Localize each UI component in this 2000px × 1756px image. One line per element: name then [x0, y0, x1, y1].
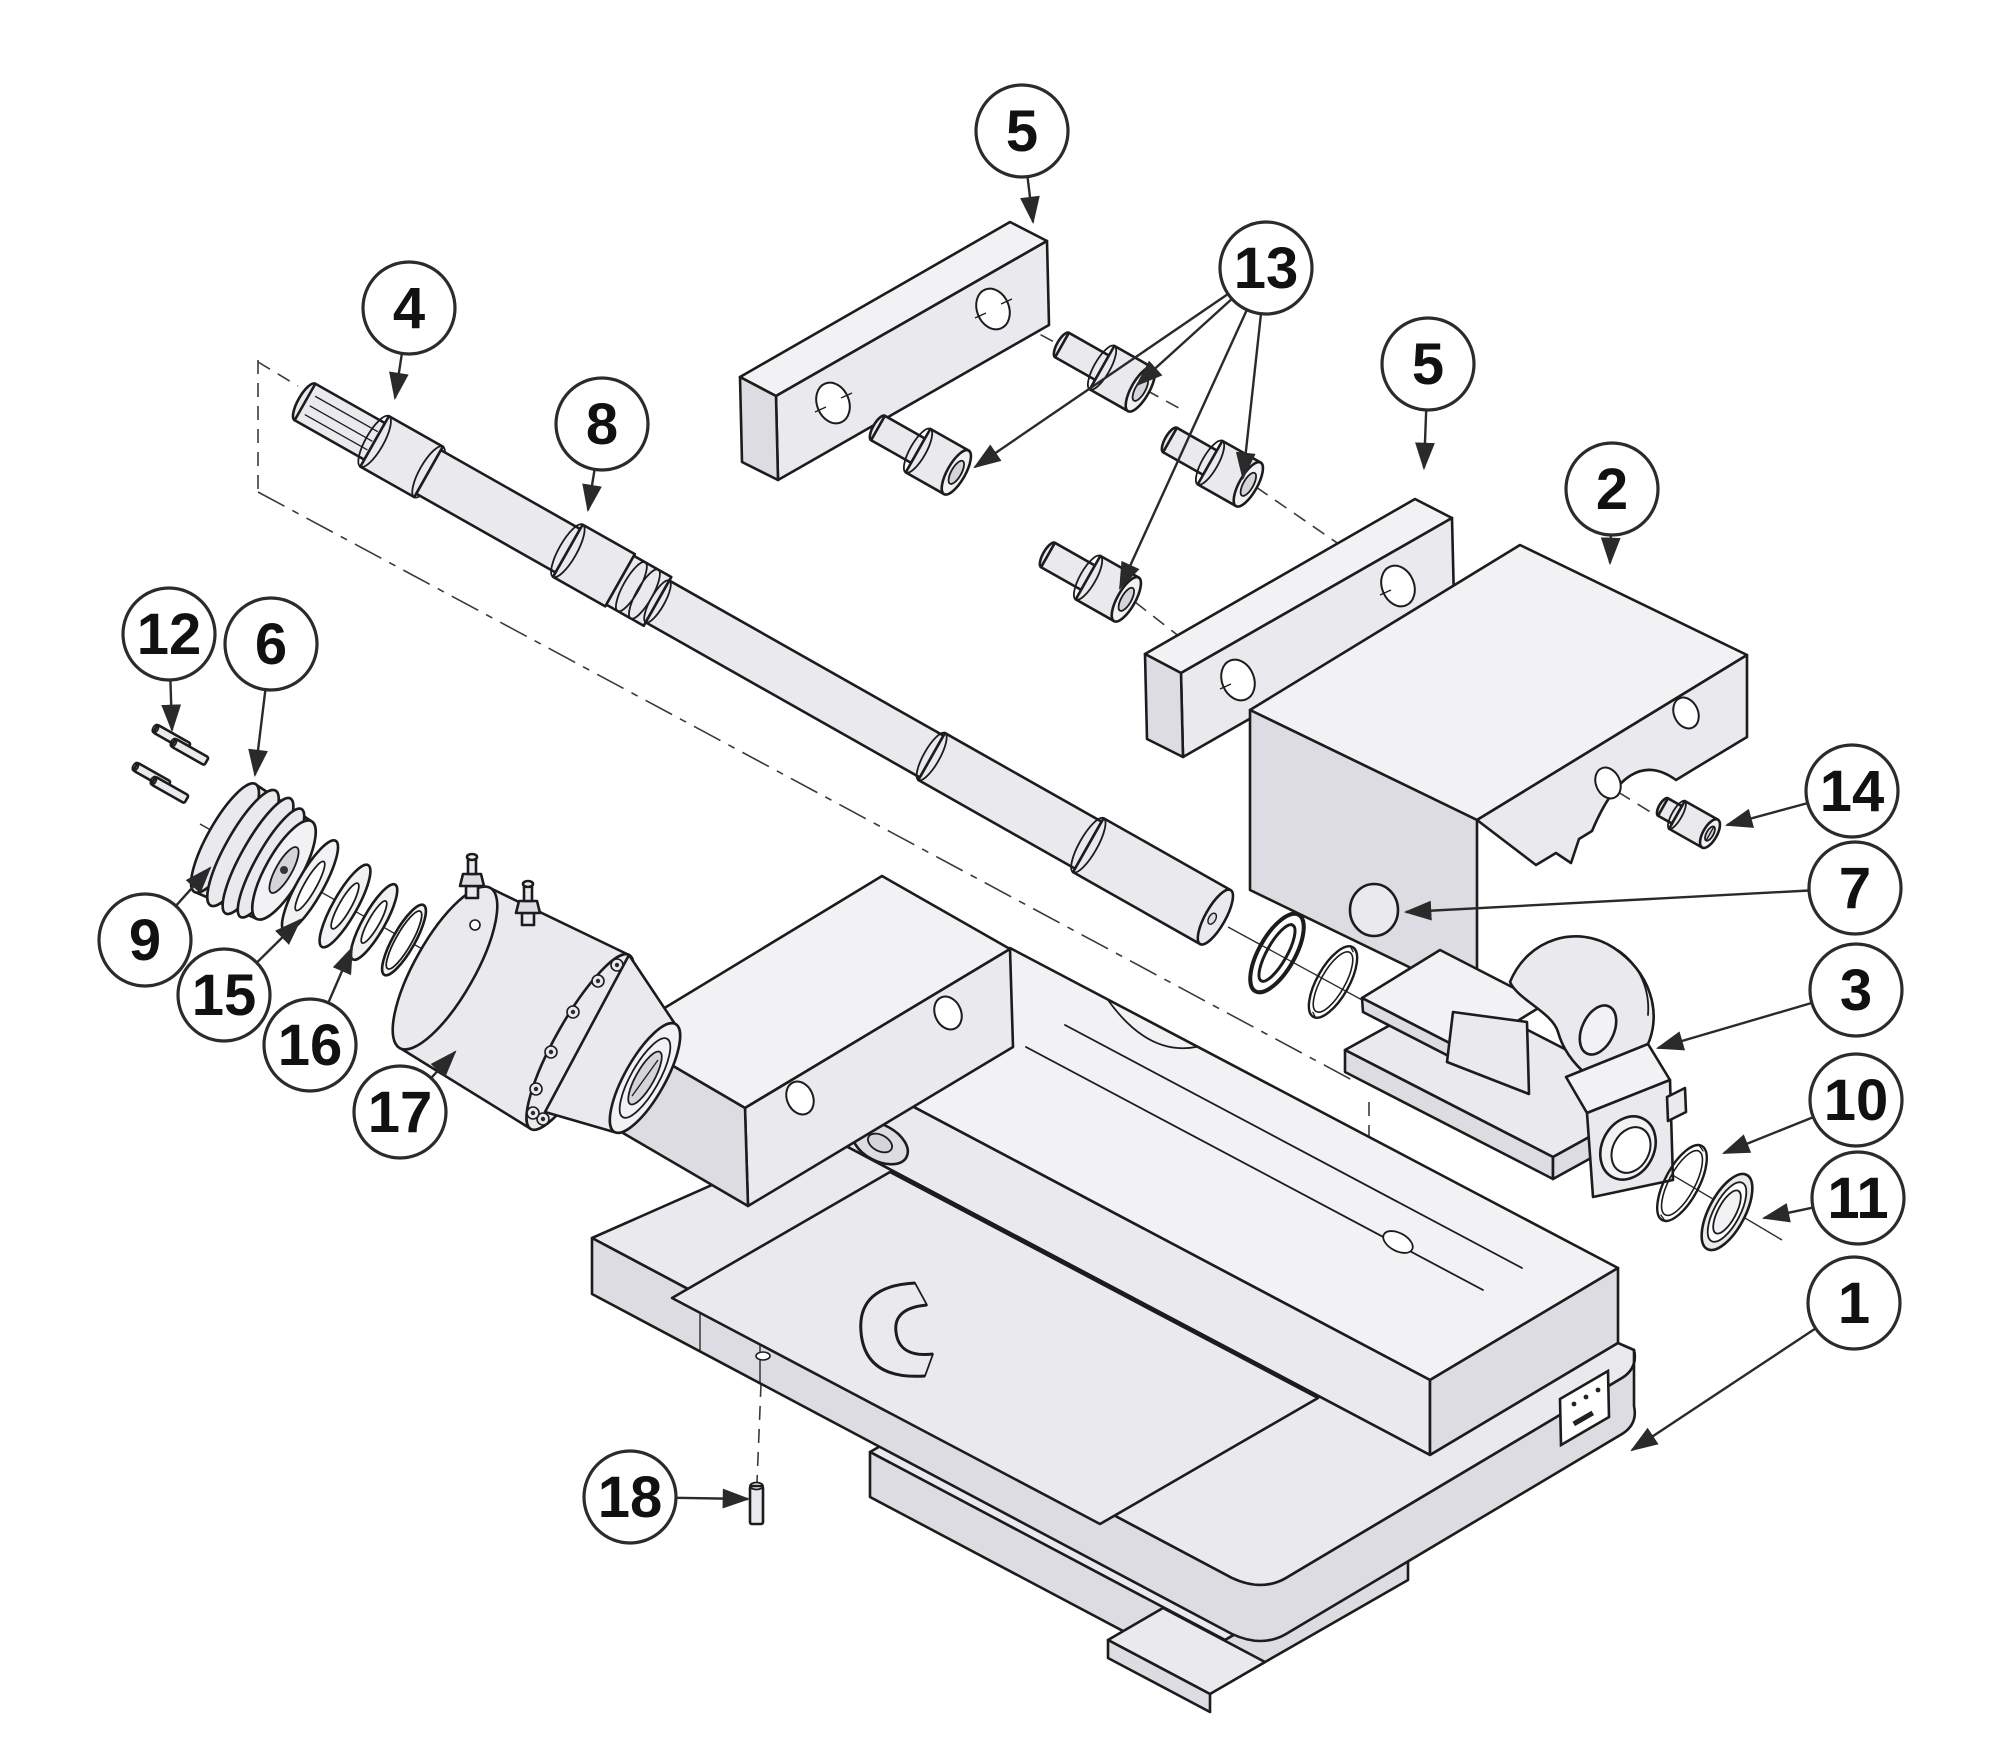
callout-number-5: 5 [1006, 99, 1038, 164]
piston-assembly [189, 782, 318, 921]
callout-balloon-2 [1564, 441, 1660, 537]
leader-line-15 [255, 918, 302, 964]
movable-jaw-block [1248, 543, 1749, 1002]
leader-line-12 [161, 679, 182, 733]
hydraulic-cylinder [391, 852, 682, 1135]
callout-balloon-9 [97, 892, 193, 988]
leader-line-3 [1655, 1001, 1813, 1051]
callout-number-15: 15 [192, 963, 257, 1028]
base-front [590, 1236, 1637, 1643]
leader-line-13 [973, 293, 1229, 469]
name-plate [1558, 1368, 1611, 1448]
cap-screw [1052, 331, 1157, 413]
horseshoe-cutout [859, 1281, 934, 1378]
callout-number-7: 7 [1839, 856, 1871, 921]
wavy-ring [1656, 1143, 1708, 1223]
seal-stack [1248, 882, 1400, 1019]
callout-number-3: 3 [1840, 958, 1872, 1023]
jaw-rings [1656, 1143, 1754, 1252]
callout-balloon-18 [582, 1449, 678, 1545]
grease-fitting [514, 879, 542, 927]
callout-balloon-1 [1806, 1255, 1902, 1351]
callout-number-5: 5 [1412, 332, 1444, 397]
leader-line-5 [1020, 176, 1040, 225]
callout-balloon-3 [1808, 942, 1904, 1038]
callout-balloon-17 [352, 1064, 448, 1160]
o-ring [1248, 911, 1306, 995]
callout-balloon-13 [1218, 220, 1314, 316]
jaw-plate-left [738, 220, 1051, 482]
callout-number-6: 6 [255, 612, 287, 677]
callout-balloon-11 [1810, 1150, 1906, 1246]
callout-number-4: 4 [393, 276, 425, 341]
leader-line-10 [1721, 1115, 1814, 1155]
leader-line-11 [1761, 1203, 1814, 1223]
cap-screw [1160, 426, 1265, 508]
callout-number-9: 9 [129, 908, 161, 973]
callout-balloon-6 [223, 596, 319, 692]
leader-line-16 [327, 945, 354, 1004]
grub-screw [1655, 796, 1722, 850]
callout-balloon-14 [1804, 743, 1900, 839]
callout-number-13: 13 [1234, 236, 1299, 301]
alignment-pin [748, 1481, 765, 1526]
callout-balloon-7 [1807, 840, 1903, 936]
callout-balloon-5 [1380, 316, 1476, 412]
callout-number-12: 12 [137, 602, 202, 667]
leader-line-8 [582, 469, 602, 513]
callout-number-18: 18 [598, 1465, 663, 1530]
leader-line-5 [1415, 409, 1435, 471]
callout-balloon-4 [361, 260, 457, 356]
leader-line-13 [1118, 309, 1248, 591]
jaw-plate-right [1143, 497, 1456, 759]
leader-line-2 [1600, 534, 1621, 566]
grease-fitting [458, 852, 486, 900]
callout-balloon-10 [1808, 1052, 1904, 1148]
leader-line-13 [1135, 298, 1233, 387]
callout-balloon-5 [974, 83, 1070, 179]
callout-balloon-12 [121, 586, 217, 682]
leader-line-13 [1235, 313, 1263, 481]
drive-shaft [291, 382, 1235, 946]
leader-line-7 [1403, 889, 1810, 921]
leader-line-18 [675, 1488, 751, 1509]
fixed-jaw [618, 874, 1015, 1208]
callout-number-10: 10 [1824, 1068, 1889, 1133]
callout-number-16: 16 [278, 1013, 343, 1078]
cap-screw [868, 414, 973, 496]
leader-line-9 [174, 866, 212, 907]
cylinder-pins [131, 723, 210, 804]
vise-body [590, 874, 1637, 1714]
callout-balloon-16 [262, 997, 358, 1093]
inner-plate [670, 1170, 1320, 1526]
callout-number-11: 11 [1827, 1166, 1888, 1231]
leader-line-17 [430, 1050, 457, 1079]
retaining-ring [1307, 945, 1359, 1019]
leader-line-14 [1724, 801, 1808, 828]
leader-line-6 [248, 689, 268, 778]
callout-number-2: 2 [1596, 457, 1628, 522]
leader-line-4 [389, 353, 409, 401]
callout-balloon-8 [554, 376, 650, 472]
leader-line-1 [1630, 1327, 1817, 1452]
washer-stack [280, 838, 428, 977]
callout-number-1: 1 [1838, 1271, 1870, 1336]
cap-screw [1038, 541, 1143, 623]
callout-number-8: 8 [586, 392, 618, 457]
callout-number-17: 17 [368, 1080, 433, 1145]
jaw-carrier [1343, 935, 1688, 1199]
callout-balloon-15 [176, 947, 272, 1043]
thrust-disc [1348, 882, 1400, 938]
seal-ring [1700, 1172, 1754, 1252]
callout-number-14: 14 [1820, 759, 1885, 824]
